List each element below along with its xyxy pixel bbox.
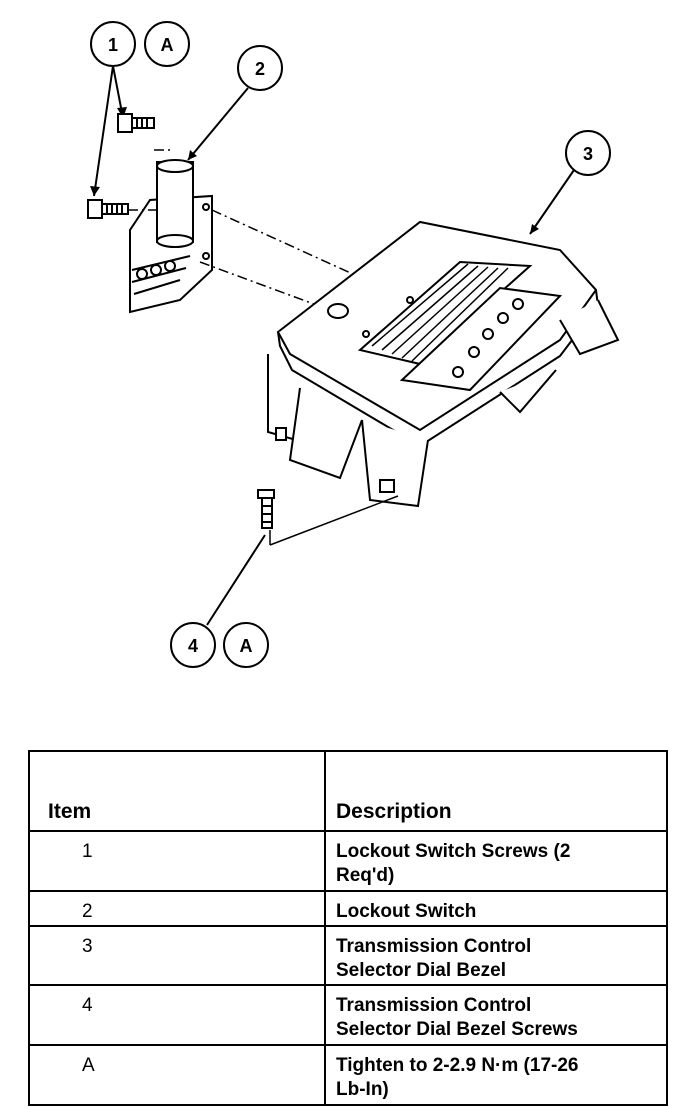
table-row: A Tighten to 2-2.9 N·m (17-26 Lb-In) xyxy=(28,1044,668,1106)
callout-2-circle xyxy=(237,45,283,91)
leader-3 xyxy=(529,169,575,235)
callout-1-label: 1 xyxy=(108,35,118,55)
table-header-row: Item Description xyxy=(28,750,668,832)
table-row: 3 Transmission Control Selector Dial Bez… xyxy=(28,924,668,987)
table-row: 1 Lockout Switch Screws (2 Req'd) xyxy=(28,830,668,892)
description-line: Req'd) xyxy=(336,865,395,886)
table-row: 4 Transmission Control Selector Dial Bez… xyxy=(28,984,668,1047)
description-line: Tighten to 2-2.9 N·m (17-26 xyxy=(336,1055,579,1077)
callout-a-circle xyxy=(144,21,190,67)
row-item: 2 xyxy=(28,889,326,927)
description-line: Selector Dial Bezel xyxy=(336,959,507,981)
table-row: 2 Lockout Switch xyxy=(28,889,668,927)
callout-a2-label: A xyxy=(240,636,253,656)
leader-2 xyxy=(187,87,249,161)
leader-4 xyxy=(206,534,266,626)
callout-2-label: 2 xyxy=(255,59,265,79)
callout-a2-circle xyxy=(223,622,269,668)
leader-1b xyxy=(93,65,114,197)
header-description: Description xyxy=(324,750,668,832)
description-line: Transmission Control xyxy=(336,935,532,957)
selector-dial-bezel xyxy=(267,220,620,508)
description-line: Transmission Control xyxy=(336,995,532,1017)
callout-4-circle xyxy=(170,622,216,668)
row-description: Lockout Switch Screws (2 Req'd) xyxy=(324,830,668,892)
screw-upper xyxy=(117,113,155,133)
row-item: A xyxy=(28,1044,326,1106)
description-line: Lockout Switch xyxy=(336,900,477,922)
screw-lower xyxy=(87,199,129,219)
lockout-switch xyxy=(129,159,213,314)
header-item: Item xyxy=(28,750,326,832)
callout-4-label: 4 xyxy=(188,636,198,656)
description-line: Lb-In) xyxy=(336,1079,389,1101)
row-item: 3 xyxy=(28,924,326,987)
exploded-parts-diagram: 1 A 2 3 4 A xyxy=(87,21,620,668)
description-line: Selector Dial Bezel Screws xyxy=(336,1019,578,1041)
callout-3-label: 3 xyxy=(583,144,593,164)
row-description: Tighten to 2-2.9 N·m (17-26 Lb-In) xyxy=(324,1044,668,1106)
row-item: 4 xyxy=(28,984,326,1047)
callout-3-circle xyxy=(565,130,611,176)
callout-a-label: A xyxy=(161,35,174,55)
lockout-switch-screws xyxy=(87,113,155,219)
row-description: Transmission Control Selector Dial Bezel… xyxy=(324,984,668,1047)
parts-table: Item Description 1 Lockout Switch Screws… xyxy=(28,750,668,1106)
row-item: 1 xyxy=(28,830,326,892)
description-line: Lockout Switch Screws (2 xyxy=(336,841,571,862)
bezel-screw xyxy=(257,489,275,529)
row-description: Transmission Control Selector Dial Bezel xyxy=(324,924,668,987)
row-description: Lockout Switch xyxy=(324,889,668,927)
